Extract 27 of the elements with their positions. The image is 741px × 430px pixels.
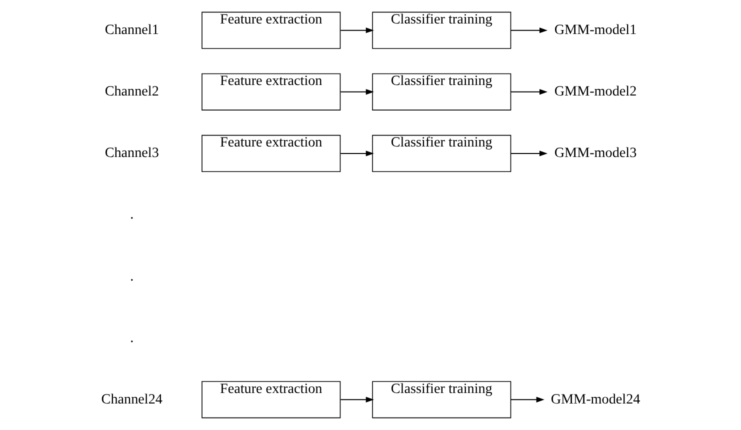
arrow xyxy=(340,150,374,156)
arrow xyxy=(340,28,374,34)
node-box: Feature extraction xyxy=(201,12,340,49)
node-box: Feature extraction xyxy=(201,73,340,110)
label: Channel3 xyxy=(104,145,158,162)
node-box: Classifier training xyxy=(372,381,511,418)
node-box: Classifier training xyxy=(372,73,511,110)
arrow xyxy=(510,89,548,95)
label: . xyxy=(130,206,134,223)
node-box: Feature extraction xyxy=(201,134,340,172)
node-text: GMM-model1 xyxy=(554,22,636,38)
label: Channel2 xyxy=(104,84,158,100)
node-box: Classifier training xyxy=(372,12,511,49)
node-box: Feature extraction xyxy=(201,381,340,418)
label: . xyxy=(130,268,134,284)
node-text: GMM-model3 xyxy=(554,145,636,162)
node-text: GMM-model2 xyxy=(554,84,636,100)
arrow xyxy=(340,89,374,95)
label: Channel1 xyxy=(104,22,158,38)
node-box: Classifier training xyxy=(372,134,511,172)
label: Channel24 xyxy=(100,391,162,408)
arrow xyxy=(340,396,374,402)
arrow xyxy=(510,150,548,156)
arrow xyxy=(510,28,548,34)
arrow xyxy=(510,396,544,402)
label: . xyxy=(130,330,134,346)
node-text: GMM-model24 xyxy=(550,391,640,408)
